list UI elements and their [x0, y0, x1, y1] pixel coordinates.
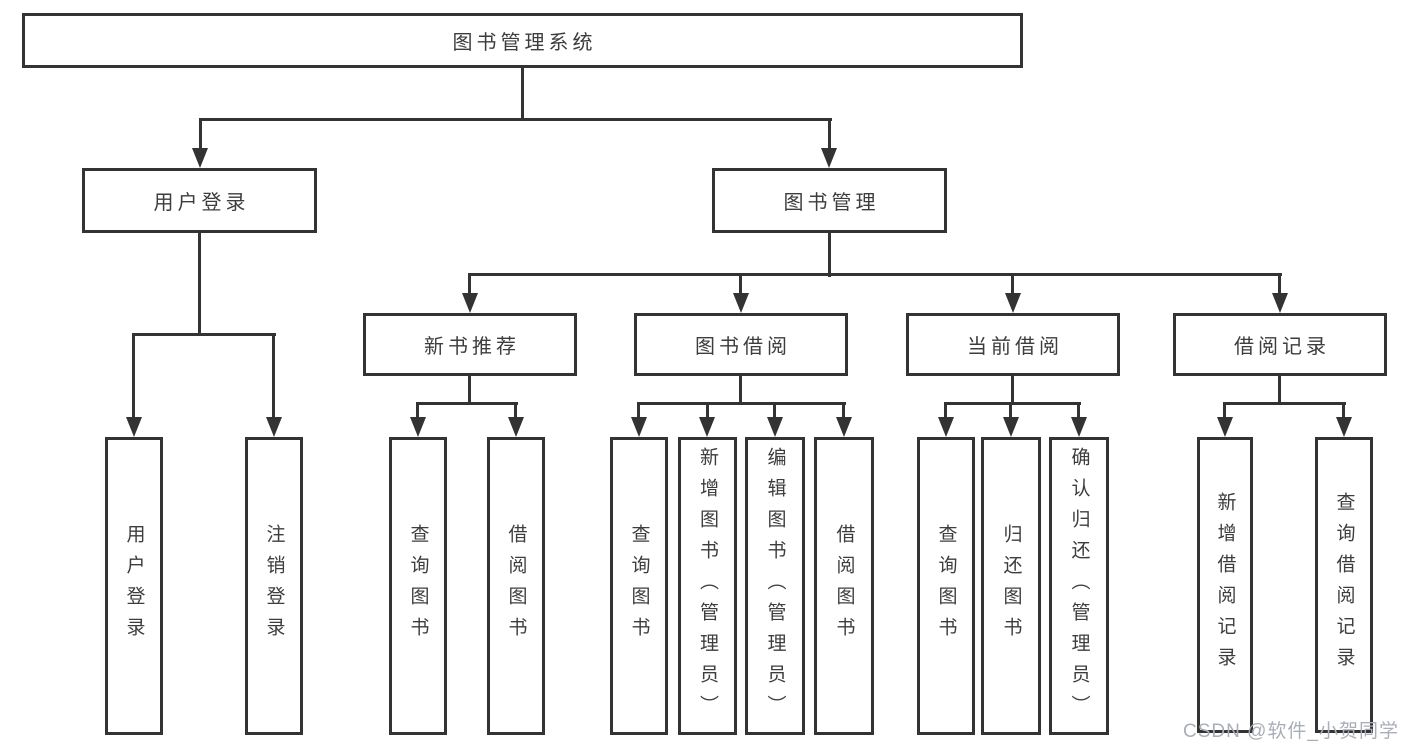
leaf-borrow-borrow: 借阅图书: [814, 437, 874, 735]
arrow-down-icon: [733, 293, 749, 313]
leaf-newbook-query: 查询图书: [389, 437, 447, 735]
connector-records-child2-drop: [1342, 402, 1345, 419]
connector-borrow-drop: [739, 273, 742, 299]
leaf-current-return: 归还图书: [981, 437, 1041, 735]
leaf-borrow-add-admin-label: 新增图书（管理员）: [697, 446, 718, 726]
node-user-login-label: 用户登录: [153, 192, 250, 214]
connector-borrow-child3-drop: [773, 402, 776, 419]
leaf-records-query: 查询借阅记录: [1315, 437, 1373, 733]
node-book-borrow: 图书借阅: [634, 313, 848, 376]
connector-login-stem: [198, 233, 201, 336]
connector-current-child1-drop: [944, 402, 947, 419]
connector-login-drop: [199, 118, 202, 152]
connector-borrow-stem: [739, 376, 742, 405]
node-new-book-recommend-label: 新书推荐: [424, 336, 520, 358]
node-user-login: 用户登录: [82, 168, 317, 233]
node-book-management: 图书管理: [712, 168, 947, 233]
arrow-down-icon: [266, 417, 282, 437]
connector-root-bus: [199, 118, 832, 121]
leaf-records-query-label: 查询借阅记录: [1333, 492, 1355, 678]
arrow-down-icon: [1272, 293, 1288, 313]
connector-current-bus: [945, 402, 1081, 405]
connector-login-child1-drop: [132, 333, 135, 421]
connector-borrow-child4-drop: [842, 402, 845, 419]
leaf-logout-label: 注销登录: [263, 524, 285, 648]
arrow-down-icon: [836, 417, 852, 437]
connector-current-drop: [1011, 273, 1014, 299]
arrow-down-icon: [126, 417, 142, 437]
arrow-down-icon: [1005, 293, 1021, 313]
connector-mgmt-drop: [828, 118, 831, 152]
node-book-borrow-label: 图书借阅: [695, 336, 791, 358]
leaf-records-add-label: 新增借阅记录: [1214, 492, 1236, 678]
connector-root-stem: [521, 68, 524, 121]
connector-newbook-bus: [417, 402, 518, 405]
arrow-down-icon: [631, 417, 647, 437]
node-book-management-label: 图书管理: [783, 192, 880, 214]
arrow-down-icon: [1003, 417, 1019, 437]
connector-current-stem: [1011, 376, 1014, 405]
arrow-down-icon: [938, 417, 954, 437]
leaf-newbook-borrow: 借阅图书: [487, 437, 545, 735]
leaf-borrow-add-admin: 新增图书（管理员）: [678, 437, 737, 735]
leaf-logout: 注销登录: [245, 437, 303, 735]
arrow-down-icon: [1336, 417, 1352, 437]
arrow-down-icon: [821, 148, 837, 168]
connector-records-drop: [1278, 273, 1281, 299]
arrow-down-icon: [410, 417, 426, 437]
connector-current-child3-drop: [1077, 402, 1080, 419]
node-current-borrow: 当前借阅: [906, 313, 1120, 376]
leaf-borrow-edit-admin: 编辑图书（管理员）: [745, 437, 805, 735]
leaf-current-confirm-return-admin-label: 确认归还（管理员）: [1068, 446, 1090, 726]
node-root: 图书管理系统: [22, 13, 1023, 68]
leaf-newbook-borrow-label: 借阅图书: [505, 524, 527, 648]
connector-records-stem: [1278, 376, 1281, 405]
arrow-down-icon: [508, 417, 524, 437]
connector-newbook-drop: [468, 273, 471, 299]
leaf-records-add: 新增借阅记录: [1197, 437, 1253, 733]
node-root-label: 图书管理系统: [452, 32, 597, 54]
connector-current-child2-drop: [1009, 402, 1012, 419]
arrow-down-icon: [1217, 417, 1233, 437]
leaf-newbook-query-label: 查询图书: [407, 524, 429, 648]
node-new-book-recommend: 新书推荐: [363, 313, 577, 376]
node-borrow-records-label: 借阅记录: [1234, 336, 1330, 358]
leaf-borrow-edit-admin-label: 编辑图书（管理员）: [764, 446, 786, 726]
leaf-borrow-borrow-label: 借阅图书: [833, 524, 855, 648]
connector-login-bus: [132, 333, 276, 336]
connector-newbook-stem: [468, 376, 471, 405]
leaf-current-query-label: 查询图书: [935, 524, 957, 648]
arrow-down-icon: [767, 417, 783, 437]
leaf-current-confirm-return-admin: 确认归还（管理员）: [1049, 437, 1109, 735]
node-current-borrow-label: 当前借阅: [967, 336, 1063, 358]
connector-newbook-child1-drop: [416, 402, 419, 419]
leaf-current-return-label: 归还图书: [1000, 524, 1022, 648]
connector-borrow-child1-drop: [637, 402, 640, 419]
connector-login-child2-drop: [272, 333, 275, 421]
arrow-down-icon: [462, 293, 478, 313]
connector-mgmt-bus: [469, 273, 1282, 276]
leaf-current-query: 查询图书: [917, 437, 975, 735]
connector-mgmt-stem: [828, 233, 831, 277]
watermark: CSDN @软件_小贺同学: [1183, 721, 1399, 742]
arrow-down-icon: [192, 148, 208, 168]
leaf-user-login: 用户登录: [105, 437, 163, 735]
connector-records-bus: [1224, 402, 1346, 405]
arrow-down-icon: [1071, 417, 1087, 437]
leaf-borrow-query-label: 查询图书: [628, 524, 650, 648]
connector-records-child1-drop: [1223, 402, 1226, 419]
connector-borrow-bus: [638, 402, 846, 405]
node-borrow-records: 借阅记录: [1173, 313, 1387, 376]
leaf-borrow-query: 查询图书: [610, 437, 668, 735]
connector-borrow-child2-drop: [706, 402, 709, 419]
arrow-down-icon: [699, 417, 715, 437]
connector-newbook-child2-drop: [514, 402, 517, 419]
leaf-user-login-label: 用户登录: [123, 524, 145, 648]
